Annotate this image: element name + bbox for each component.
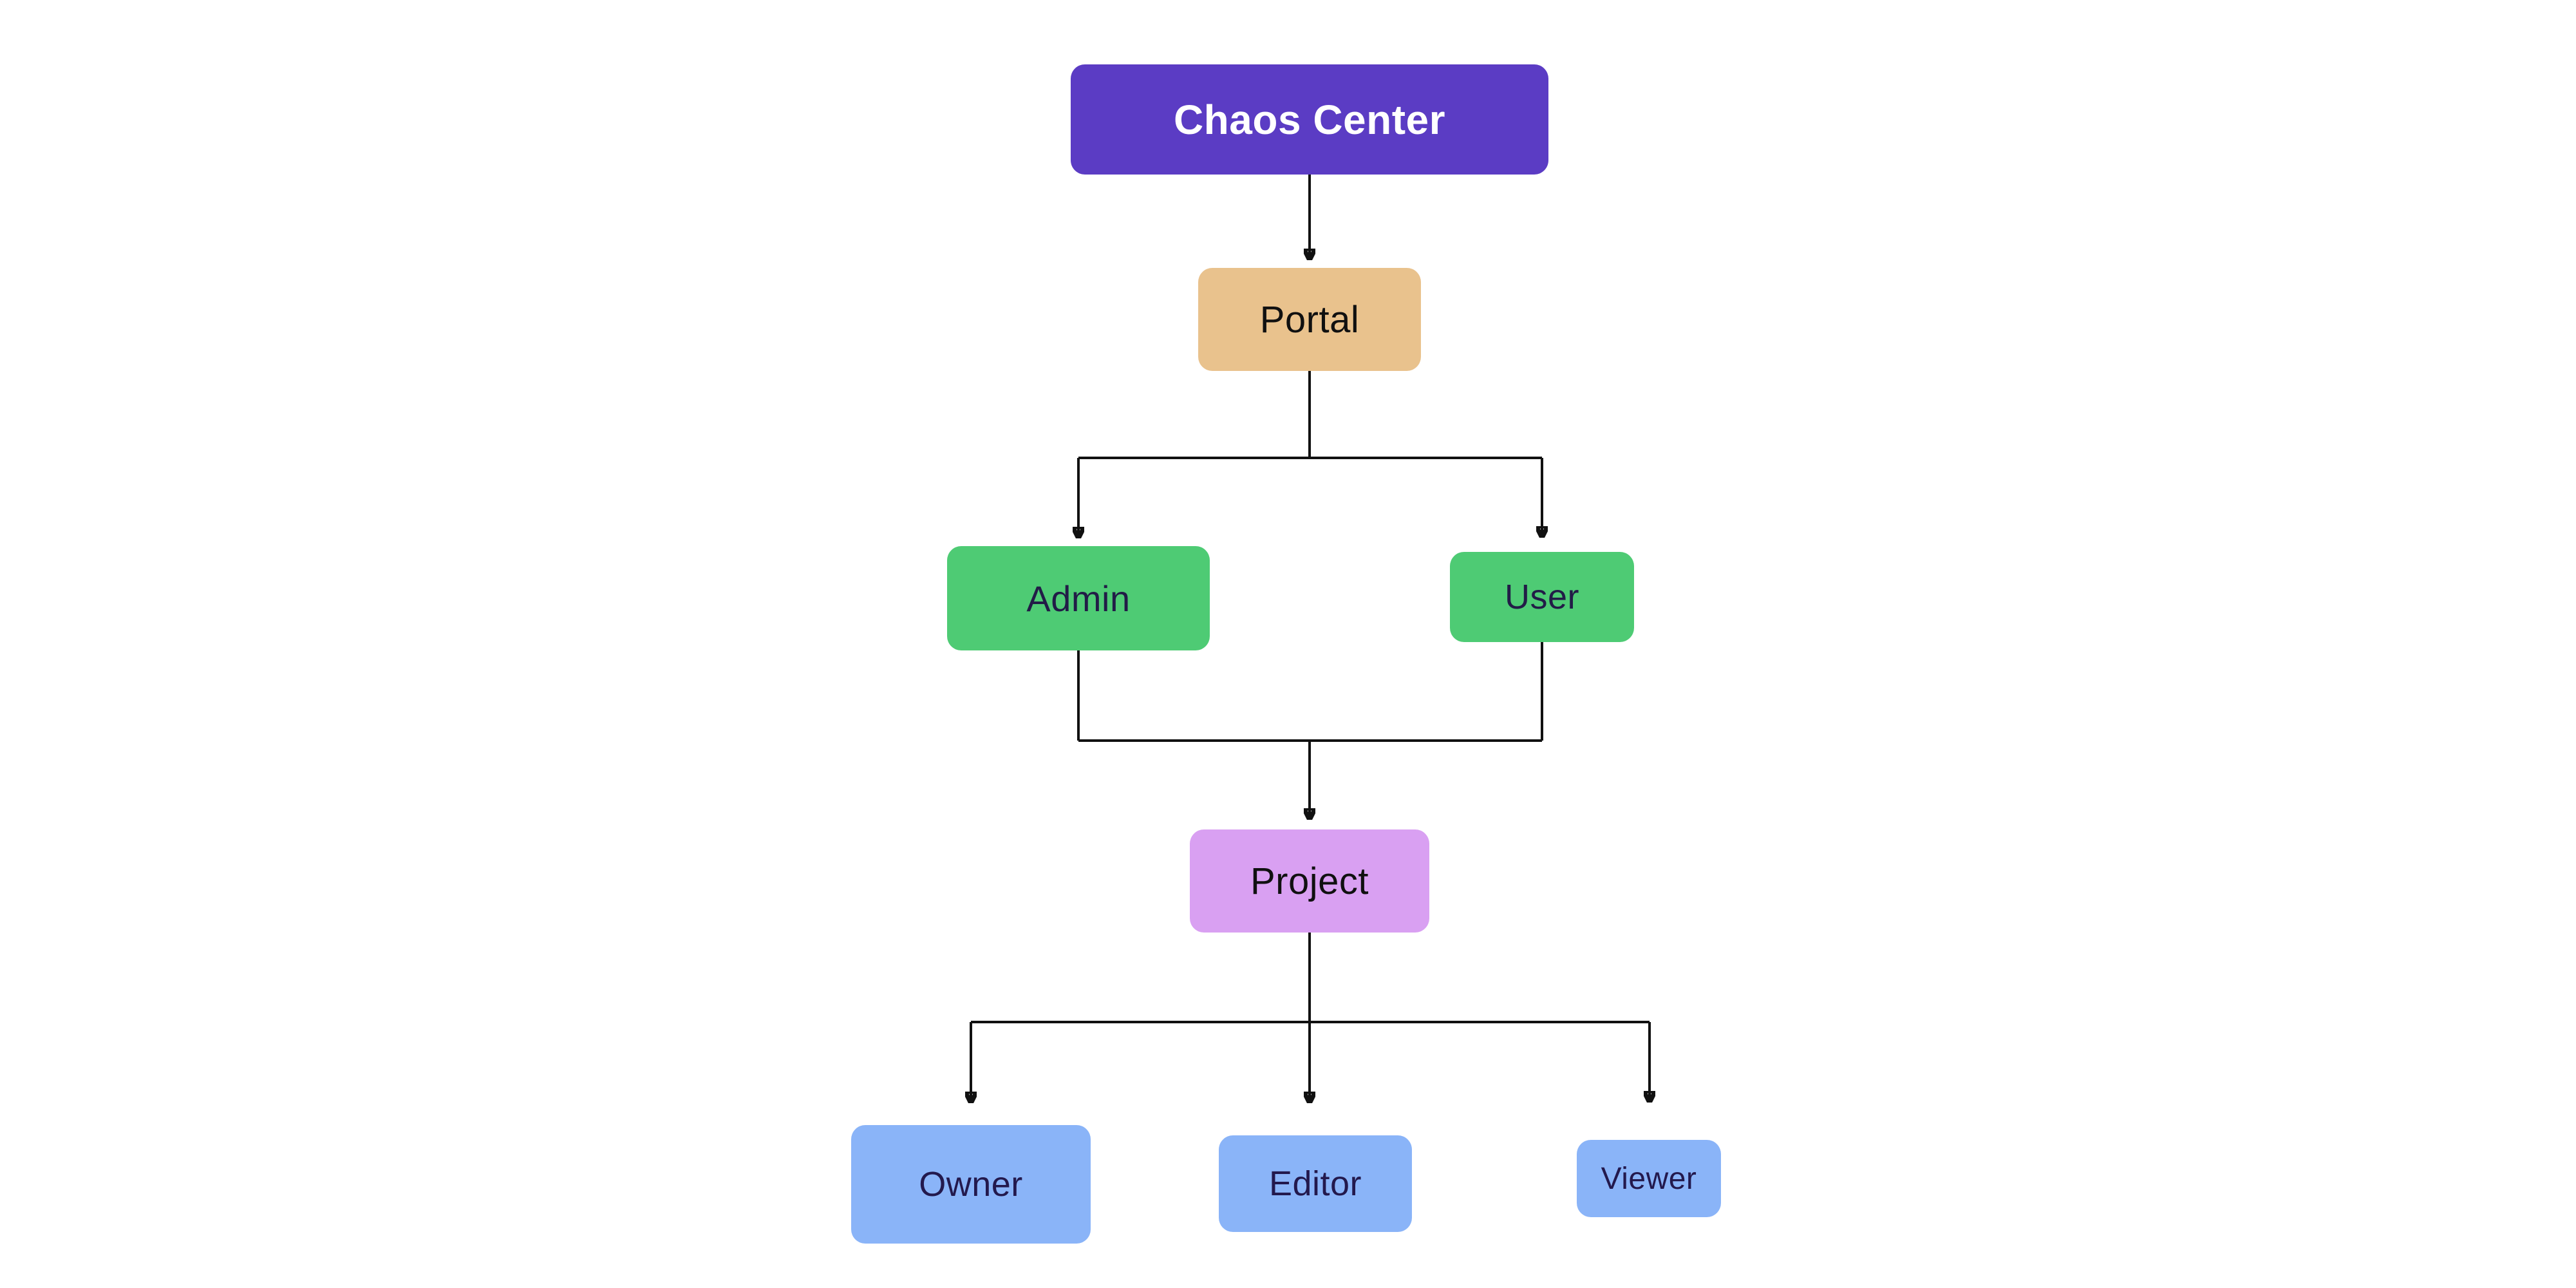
- node-chaos-center: Chaos Center: [1071, 64, 1548, 175]
- node-editor: Editor: [1219, 1135, 1412, 1232]
- node-editor-label: Editor: [1268, 1164, 1362, 1203]
- node-owner: Owner: [851, 1125, 1091, 1244]
- node-owner-label: Owner: [919, 1165, 1023, 1204]
- node-admin-label: Admin: [1026, 578, 1131, 619]
- node-user: User: [1450, 552, 1634, 642]
- node-portal-label: Portal: [1259, 298, 1360, 341]
- node-viewer-label: Viewer: [1601, 1161, 1697, 1196]
- node-viewer: Viewer: [1577, 1140, 1721, 1217]
- node-project-label: Project: [1250, 860, 1369, 902]
- node-user-label: User: [1504, 578, 1579, 616]
- node-project: Project: [1190, 829, 1429, 933]
- node-portal: Portal: [1198, 268, 1421, 371]
- node-chaos-center-label: Chaos Center: [1173, 96, 1446, 143]
- node-admin: Admin: [947, 546, 1210, 650]
